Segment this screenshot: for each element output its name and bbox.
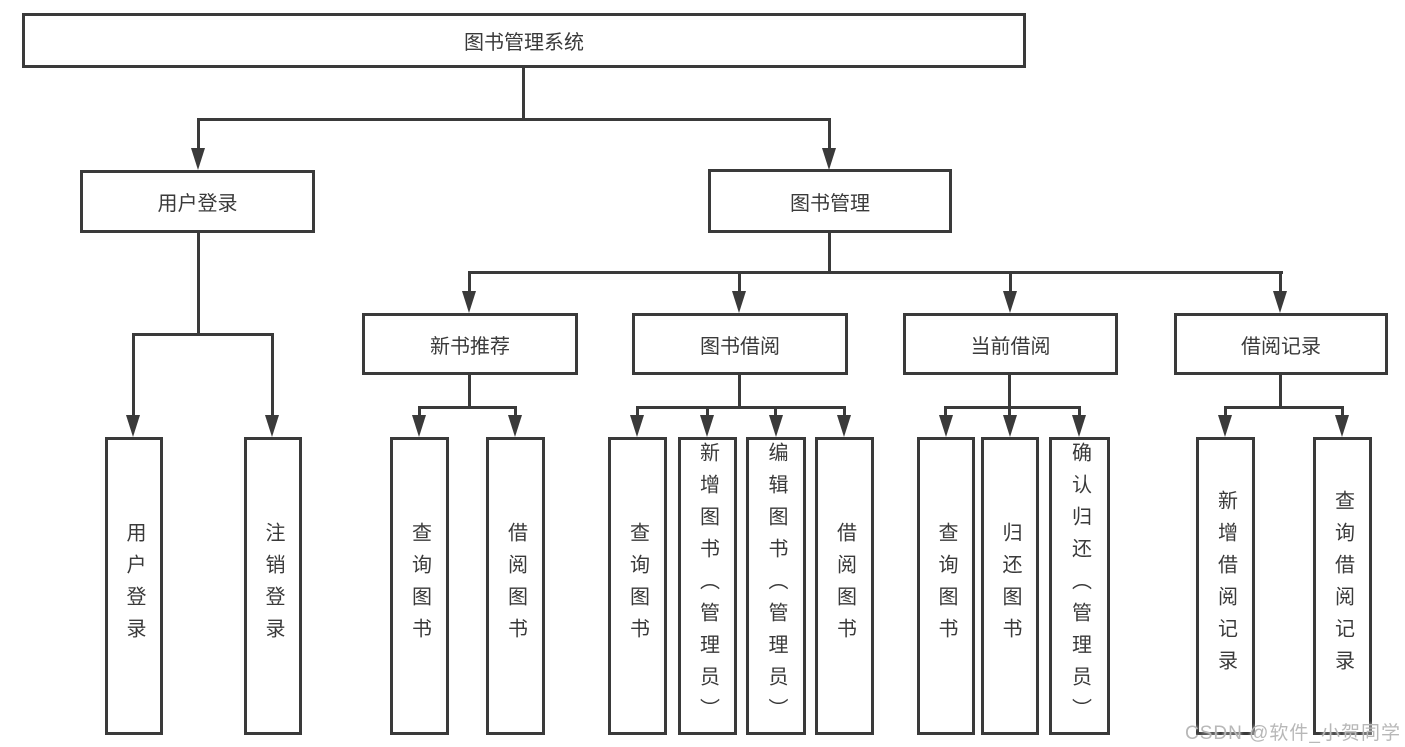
arrow-down-icon <box>1003 291 1017 313</box>
arrow-down-icon <box>1072 415 1086 437</box>
arrow-down-icon <box>700 415 714 437</box>
leaf-add-borrow-record: 新增借阅记录 <box>1196 437 1255 735</box>
connector-drop-book-management <box>828 118 831 151</box>
connector-drop-leaf <box>944 406 947 417</box>
connector-drop-leaf <box>1078 406 1081 417</box>
connector-drop-leaf <box>271 333 274 417</box>
connector-drop-leaf <box>1341 406 1344 417</box>
node-current-borrow: 当前借阅 <box>903 313 1118 375</box>
arrow-down-icon <box>732 291 746 313</box>
node-book-management: 图书管理 <box>708 169 952 233</box>
arrow-down-icon <box>769 415 783 437</box>
node-borrow-records: 借阅记录 <box>1174 313 1388 375</box>
node-root: 图书管理系统 <box>22 13 1026 68</box>
connector-rail-book-borrow <box>636 406 846 409</box>
arrow-down-icon <box>837 415 851 437</box>
connector-drop-borrow-records <box>1279 271 1282 293</box>
connector-rail-current-borrow <box>944 406 1081 409</box>
leaf-return-books: 归还图书 <box>981 437 1039 735</box>
arrow-down-icon <box>822 148 836 170</box>
connector-rail-borrow-records <box>1224 406 1344 409</box>
leaf-query-books-borrow: 查询图书 <box>608 437 667 735</box>
connector-new-book-drop <box>468 375 471 408</box>
leaf-query-books-recommend: 查询图书 <box>390 437 449 735</box>
leaf-confirm-return-admin: 确认归还（管理员） <box>1049 437 1110 735</box>
arrow-down-icon <box>1335 415 1349 437</box>
connector-drop-book-borrow <box>738 271 741 293</box>
leaf-add-book-admin: 新增图书（管理员） <box>678 437 737 735</box>
arrow-down-icon <box>508 415 522 437</box>
node-book-borrow: 图书借阅 <box>632 313 848 375</box>
leaf-logout: 注销登录 <box>244 437 302 735</box>
connector-current-borrow-drop <box>1008 375 1011 408</box>
leaf-borrow-books: 借阅图书 <box>815 437 874 735</box>
connector-drop-leaf <box>514 406 517 417</box>
connector-book-management-drop <box>828 233 831 274</box>
arrow-down-icon <box>412 415 426 437</box>
arrow-down-icon <box>265 415 279 437</box>
node-user-login: 用户登录 <box>80 170 315 233</box>
arrow-down-icon <box>191 148 205 170</box>
arrow-down-icon <box>462 291 476 313</box>
arrow-down-icon <box>939 415 953 437</box>
arrow-down-icon <box>1218 415 1232 437</box>
node-new-book-recommend: 新书推荐 <box>362 313 578 375</box>
arrow-down-icon <box>126 415 140 437</box>
leaf-query-books-current: 查询图书 <box>917 437 975 735</box>
connector-rail-level2 <box>197 118 831 121</box>
connector-book-borrow-drop <box>738 375 741 408</box>
leaf-query-borrow-record: 查询借阅记录 <box>1313 437 1372 735</box>
connector-drop-current-borrow <box>1009 271 1012 293</box>
connector-rail-user-login <box>132 333 274 336</box>
arrow-down-icon <box>630 415 644 437</box>
leaf-borrow-books-recommend: 借阅图书 <box>486 437 545 735</box>
connector-drop-leaf <box>1224 406 1227 417</box>
arrow-down-icon <box>1003 415 1017 437</box>
connector-drop-leaf <box>843 406 846 417</box>
connector-drop-leaf <box>1008 406 1011 417</box>
arrow-down-icon <box>1273 291 1287 313</box>
leaf-edit-book-admin: 编辑图书（管理员） <box>746 437 806 735</box>
csdn-watermark: CSDN @软件_小贺同学 <box>1185 723 1401 744</box>
connector-rail-new-book <box>418 406 517 409</box>
connector-user-login-drop <box>197 233 200 335</box>
connector-root-drop <box>522 68 525 118</box>
connector-drop-new-book <box>468 271 471 293</box>
connector-drop-leaf <box>774 406 777 417</box>
connector-drop-leaf <box>706 406 709 417</box>
connector-drop-leaf <box>132 333 135 417</box>
connector-borrow-records-drop <box>1279 375 1282 408</box>
connector-drop-user-login <box>197 118 200 151</box>
connector-drop-leaf <box>418 406 421 417</box>
connector-rail-level3 <box>468 271 1283 274</box>
connector-drop-leaf <box>636 406 639 417</box>
leaf-user-login: 用户登录 <box>105 437 163 735</box>
